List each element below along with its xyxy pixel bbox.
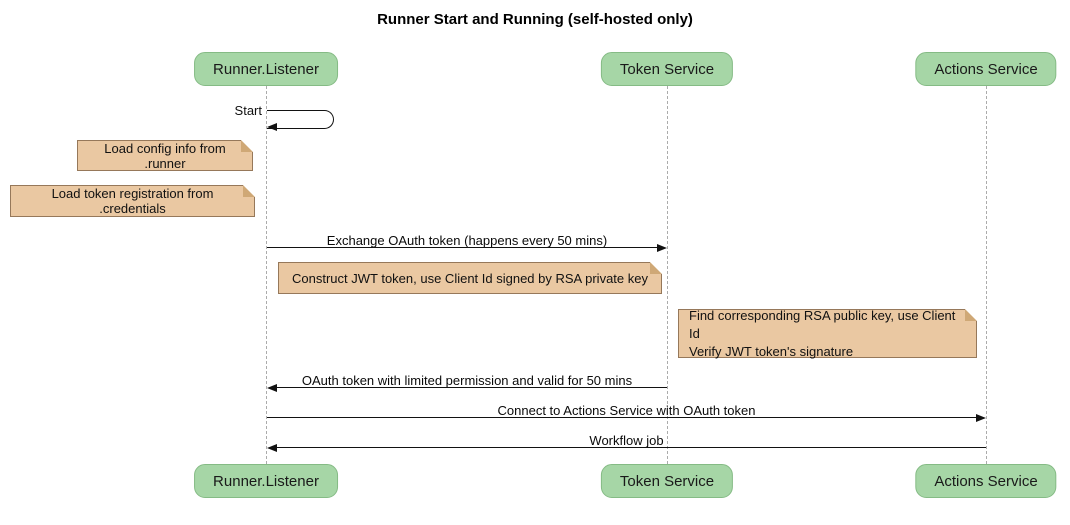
note-load-token-text: Load token registration from .credential… — [51, 186, 214, 216]
message-oauth-return-label: OAuth token with limited permission and … — [301, 373, 633, 388]
note-load-token: Load token registration from .credential… — [10, 185, 255, 217]
lifeline-actions-service — [986, 86, 987, 464]
lifeline-runner-listener — [266, 86, 267, 464]
message-workflow-label: Workflow job — [589, 433, 664, 448]
participant-actions-service-bottom: Actions Service — [915, 464, 1057, 498]
note-construct-jwt: Construct JWT token, use Client Id signe… — [278, 262, 662, 294]
arrowhead-left-icon — [267, 122, 277, 131]
participant-token-service-top: Token Service — [600, 52, 734, 86]
arrowhead-left-icon — [267, 383, 277, 392]
note-verify-line2: Verify JWT token's signature — [689, 343, 854, 359]
participant-actions-service-top: Actions Service — [915, 52, 1057, 86]
note-load-config: Load config info from .runner — [77, 140, 253, 171]
message-exchange-line — [267, 247, 659, 248]
note-verify-line1: Find corresponding RSA public key, use C… — [689, 307, 956, 341]
participant-runner-listener-bottom: Runner.Listener — [194, 464, 338, 498]
participant-runner-listener-top: Runner.Listener — [194, 52, 338, 86]
note-load-config-text: Load config info from .runner — [104, 140, 226, 171]
lifeline-token-service — [667, 86, 668, 464]
message-start-label: Start — [234, 103, 262, 118]
message-oauth-return-line — [275, 387, 667, 388]
diagram-title: Runner Start and Running (self-hosted on… — [377, 11, 693, 28]
message-workflow-line — [275, 447, 986, 448]
message-connect-line — [267, 417, 978, 418]
note-construct-jwt-text: Construct JWT token, use Client Id signe… — [292, 270, 648, 286]
participant-token-service-bottom: Token Service — [600, 464, 734, 498]
note-verify-signature: Find corresponding RSA public key, use C… — [678, 307, 977, 359]
arrowhead-right-icon — [657, 243, 667, 252]
message-connect-label: Connect to Actions Service with OAuth to… — [497, 403, 756, 418]
message-exchange-label: Exchange OAuth token (happens every 50 m… — [326, 233, 608, 248]
arrowhead-right-icon — [976, 413, 986, 422]
message-start-self-loop — [267, 110, 334, 129]
arrowhead-left-icon — [267, 443, 277, 452]
